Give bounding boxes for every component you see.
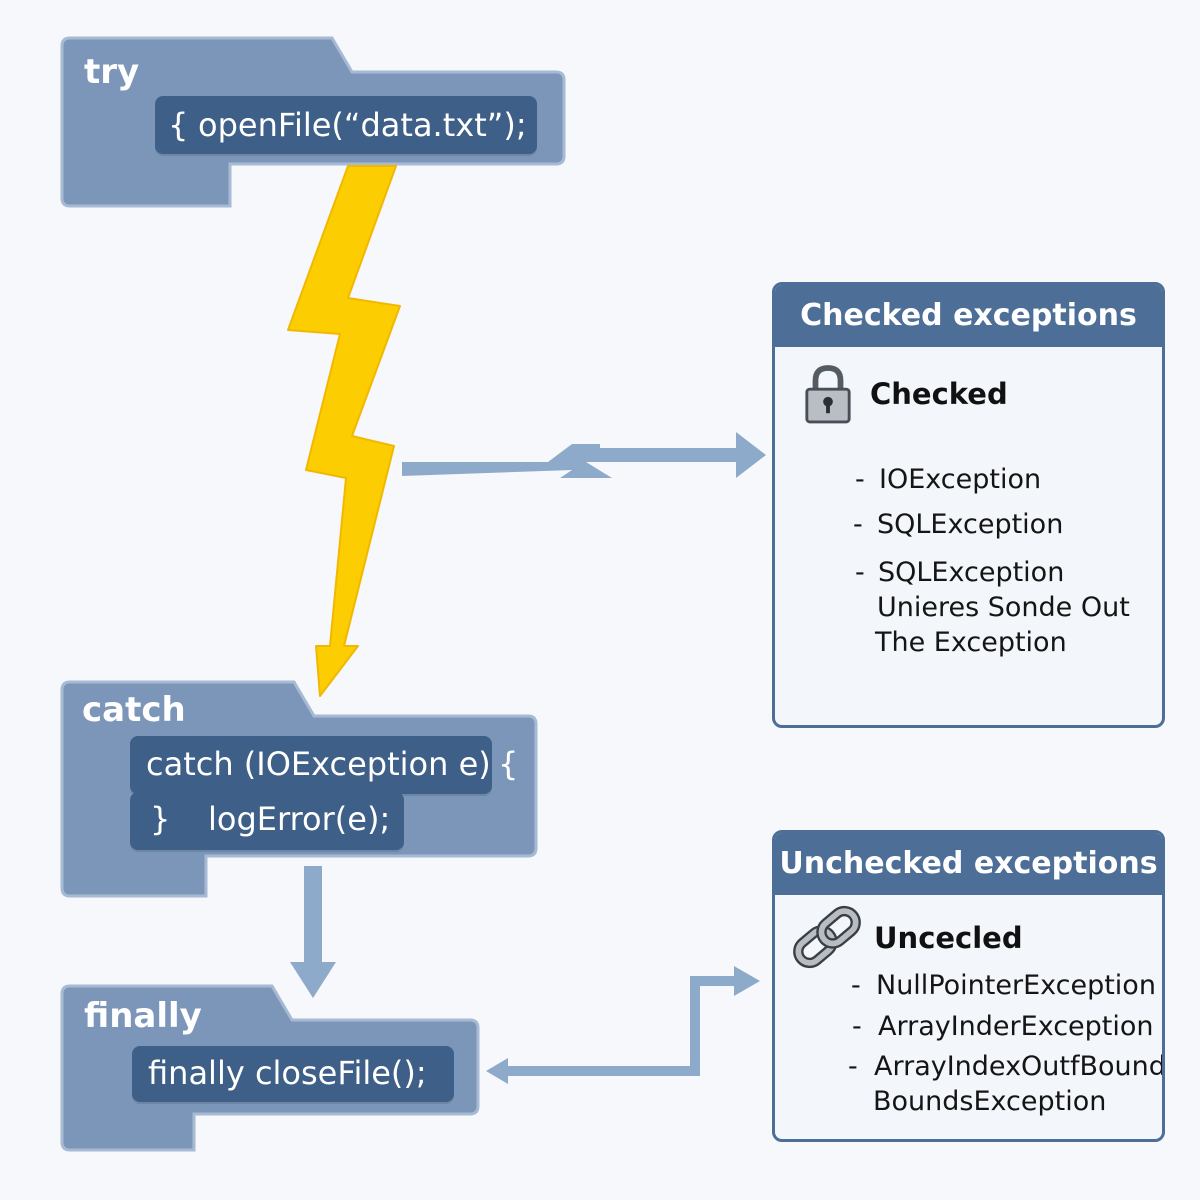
zigzag-arrow (402, 432, 766, 478)
elbow-vertical (690, 976, 700, 1074)
checked-item-3-bullet: - (855, 557, 865, 588)
try-brace: { (168, 106, 189, 144)
checked-item-2: SQLException (877, 509, 1064, 540)
checked-exceptions-card: Checked exceptions Checked - IOException… (772, 282, 1165, 728)
lightning-bolt-icon (287, 165, 401, 697)
finally-code-pill (132, 1046, 454, 1102)
catch-line1: catch (IOException e) (146, 745, 491, 783)
unchecked-item-1-bullet: - (851, 970, 861, 1001)
finally-code: finally closeFile(); (148, 1054, 427, 1092)
down-arrow-shaft (304, 866, 322, 966)
unchecked-item-2-bullet: - (852, 1011, 862, 1042)
try-label: try (84, 52, 140, 92)
unchecked-item-3: ArrayIndexOutfBounds (874, 1051, 1165, 1082)
checked-item-1: IOException (879, 464, 1042, 495)
elbow-top (690, 976, 736, 986)
left-arrow-head (486, 1058, 508, 1084)
right-arrow-head (734, 966, 760, 996)
checked-item-1-bullet: - (855, 464, 865, 495)
unchecked-card-header: Unchecked exceptions (775, 833, 1162, 895)
finally-label: finally (84, 996, 202, 1036)
try-code: openFile(“data.txt”); (198, 106, 527, 144)
unchecked-item-1: NullPointerException (876, 970, 1156, 1001)
try-code-pill (155, 96, 537, 154)
padlock-icon (805, 365, 851, 424)
catch-label: catch (82, 690, 186, 730)
checked-card-header: Checked exceptions (775, 285, 1162, 347)
catch-code-pill-1 (130, 736, 492, 794)
down-arrow-head (290, 962, 336, 998)
catch-code-pill-2 (130, 792, 404, 850)
checked-item-3: SQLException (878, 557, 1065, 588)
unchecked-item-3-cont: BoundsException (873, 1086, 1107, 1117)
elbow-bottom (500, 1066, 700, 1076)
unchecked-exceptions-card: Unchecked exceptions Uncecled - NullPoin… (772, 830, 1165, 1142)
unchecked-item-2: ArrayInderException (878, 1011, 1154, 1042)
checked-item-2-bullet: - (853, 509, 863, 540)
checked-item-3-cont-2: The Exception (875, 627, 1067, 658)
checked-item-3-cont-1: Unieres Sonde Out (877, 592, 1130, 623)
unchecked-subtitle: Uncecled (874, 921, 1023, 955)
catch-brace-open: { (498, 745, 519, 783)
checked-subtitle: Checked (870, 377, 1008, 411)
catch-line2: logError(e); (208, 800, 391, 838)
catch-brace-close: } (150, 800, 171, 838)
chain-link-icon (793, 905, 861, 969)
unchecked-item-3-bullet: - (848, 1051, 858, 1082)
